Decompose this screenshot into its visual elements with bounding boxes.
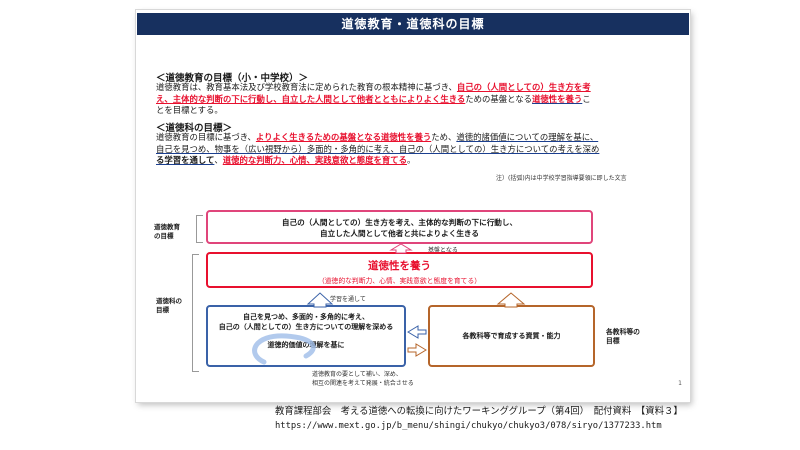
note: 注）(括弧)内は中学校学習指導要領に即した文言	[496, 175, 627, 182]
section2-heading: ＜道徳科の目標＞	[156, 123, 233, 134]
s1-highlight: 自己の（人間としての）生き方を考	[456, 82, 591, 92]
learning-arrow-icon	[306, 292, 334, 308]
s2-text: 道徳教育の目標に基づき、	[156, 132, 256, 142]
s1-text: こ	[582, 93, 591, 104]
red-title: 道徳性を養う	[368, 260, 431, 272]
through-learning-label: 学習を通して	[330, 296, 366, 303]
slide-title: 道徳教育・道徳科の目標	[137, 13, 689, 35]
blue-learning-box: 自己を見つめ、多面的・多角的に考え、 自己の（人間としての）生き方についての理解…	[206, 305, 406, 367]
section2-text: 道徳教育の目標に基づき、よりよく生きるための基盤となる道徳性を養うため、道徳的諸…	[156, 132, 676, 167]
blue-line: 自己を見つめ、多面的・多角的に考え、	[243, 313, 369, 321]
s1-text: ための基盤となる	[465, 93, 533, 104]
basis-arrow-icon	[389, 243, 413, 254]
s2-highlight: 道徳的な判断力、心情、実践意欲と態度を育てる	[222, 155, 407, 165]
page-number: 1	[678, 380, 682, 387]
blue-line: 自己の（人間としての）生き方についての理解を深める	[218, 323, 394, 331]
bottom-line: 相互の関連を考えて発展・統合させる	[312, 380, 414, 387]
red-subtitle: （道徳的な判断力、心情、実践意欲と態度を育てる）	[317, 277, 482, 285]
basis-label: 基盤となる	[428, 247, 458, 254]
s2-text: 。	[407, 155, 416, 165]
pink-goal-box: 自己の（人間としての）生き方を考え、主体的な判断の下に行動し、 自立した人間とし…	[206, 210, 593, 244]
caption-url[interactable]: https://www.mext.go.jp/b_menu/shingi/chu…	[275, 421, 662, 431]
s2-text: ため、	[431, 132, 457, 142]
label-moral-subject-goal: 道徳科の 目標	[156, 297, 182, 314]
s1-highlight: え、主体的な判断の下に行動し、自立した人間として他者とともによりよく生きる	[156, 93, 466, 104]
s2-text: 、	[214, 155, 223, 165]
blue-line: 道徳的価値の理解を基に	[267, 341, 345, 349]
caption-source: 教育課程部会 考える道徳への転換に向けたワーキンググループ（第4回） 配付資料 …	[275, 406, 683, 417]
slide: 道徳教育・道徳科の目標 ＜道徳教育の目標（小・中学校）＞ 道徳教育は、教育基本法…	[136, 10, 690, 402]
label-subject-goals: 各教科等の 目標	[606, 328, 640, 345]
swirl-arrow-icon	[252, 333, 316, 365]
s2-text: る学習を通して	[156, 155, 215, 165]
subjects-arrow-icon	[496, 292, 526, 308]
s1-highlight: 道徳性を養う	[532, 93, 583, 104]
s2-highlight: よりよく生きるための基盤となる道徳性を養う	[255, 132, 432, 142]
bracket-left-top	[196, 215, 203, 243]
pink-line: 自立した人間として他者と共によりよく生きる	[320, 229, 479, 238]
pink-line: 自己の（人間としての）生き方を考え、主体的な判断の下に行動し、	[281, 218, 518, 227]
bottom-line: 道徳教育の要として補い、深め、	[312, 371, 402, 378]
section1-text: 道徳教育は、教育基本法及び学校教育法に定められた教育の根本精神に基づき、自己の（…	[156, 82, 676, 117]
section1-heading: ＜道徳教育の目標（小・中学校）＞	[156, 73, 309, 84]
s2-text: 道徳的諸価値についての理解を基に、	[456, 132, 599, 142]
caption: 教育課程部会 考える道徳への転換に向けたワーキンググループ（第4回） 配付資料 …	[275, 405, 683, 433]
arrow-right-icon	[407, 343, 427, 357]
arrow-left-icon	[407, 325, 427, 339]
bracket-left-bottom	[192, 254, 199, 372]
label-moral-education-goal: 道徳教育 の目標	[154, 223, 180, 240]
bottom-note: 道徳教育の要として補い、深め、 相互の関連を考えて発展・統合させる	[312, 370, 414, 388]
s2-text: 自己を見つめ、物事を（広い視野から）多面的・多角的に考え、自己の（人間としての）…	[156, 143, 600, 154]
diagram-arrows	[252, 243, 526, 365]
s1-text: 道徳教育は、教育基本法及び学校教育法に定められた教育の根本精神に基づき、	[156, 82, 457, 92]
s1-text: とを目標とする。	[156, 105, 223, 115]
